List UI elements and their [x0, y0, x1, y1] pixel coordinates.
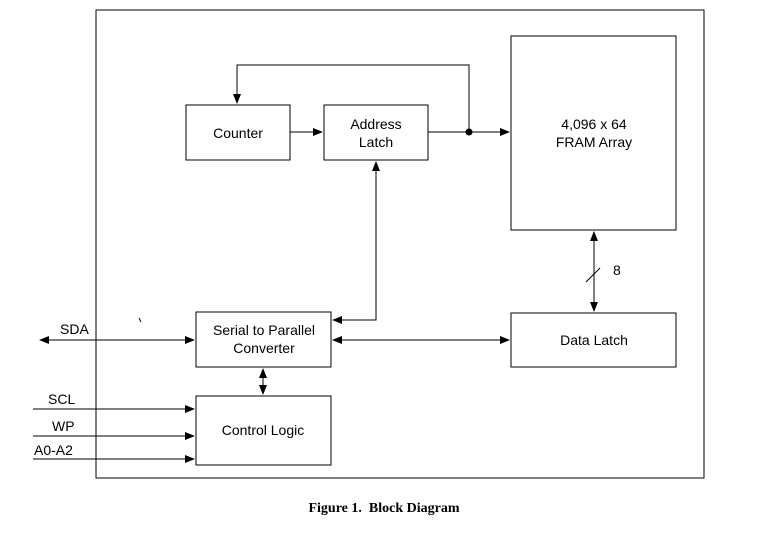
- serial-converter-block: Serial to Parallel Converter: [195, 311, 332, 368]
- bus-width-label: 8: [613, 262, 621, 278]
- figure-caption: Figure 1. Block Diagram: [308, 501, 459, 516]
- fram-array-block: 4,096 x 64 FRAM Array: [510, 35, 677, 231]
- address-converter-link: [332, 161, 380, 324]
- control-logic-block: Control Logic: [195, 395, 332, 466]
- address-latch-block: Address Latch: [323, 104, 429, 161]
- data-latch-block: Data Latch: [510, 312, 677, 368]
- fram-array-label-line2: FRAM Array: [556, 134, 632, 150]
- counter-label: Counter: [213, 125, 263, 141]
- data-latch-label: Data Latch: [560, 332, 628, 348]
- address-latch-label-line1: Address: [350, 116, 401, 132]
- serial-converter-label-line2: Converter: [233, 340, 295, 356]
- sda-label: SDA: [60, 321, 89, 337]
- feedback-to-counter-line: [233, 64, 470, 132]
- wp-label: WP: [52, 418, 75, 434]
- scl-label: SCL: [48, 391, 75, 407]
- counter-block: Counter: [185, 104, 291, 161]
- bus-width-slash: [585, 267, 601, 283]
- control-logic-label: Control Logic: [222, 422, 305, 438]
- serial-converter-label-line1: Serial to Parallel: [213, 322, 315, 338]
- chip-boundary: [95, 9, 705, 479]
- a0-a2-label: A0-A2: [34, 442, 73, 458]
- stray-mark: [138, 317, 142, 323]
- address-latch-label-line2: Latch: [359, 134, 393, 150]
- fram-array-label-line1: 4,096 x 64: [561, 116, 627, 132]
